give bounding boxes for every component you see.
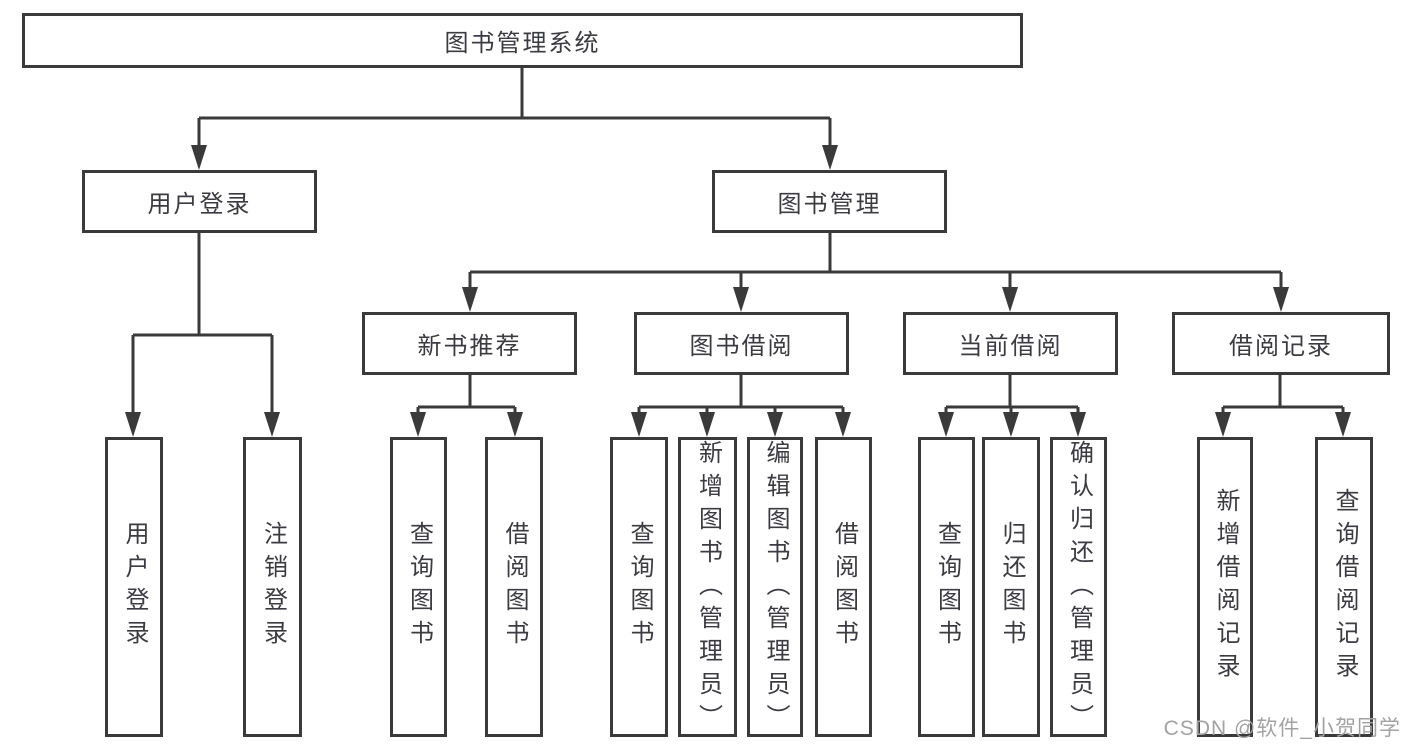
arrow-icon — [835, 412, 851, 437]
node-user-login: 用户登录 — [82, 170, 317, 233]
arrowheads — [125, 145, 1351, 437]
arrow-icon — [125, 412, 141, 437]
leaf-query-books-current: 查询图书 — [918, 437, 975, 737]
node-book-management-label: 图书管理 — [777, 191, 882, 218]
node-new-book-recommendation: 新书推荐 — [362, 312, 577, 375]
leaf-edit-books-admin-label: 编辑图书（管理员） — [762, 440, 789, 737]
node-root-label: 图书管理系统 — [444, 30, 601, 57]
leaf-query-books-borrowing: 查询图书 — [610, 437, 668, 737]
leaf-user-login-label: 用户登录 — [121, 521, 148, 653]
node-book-borrowing: 图书借阅 — [634, 312, 849, 375]
leaf-query-books-recommend-label: 查询图书 — [405, 521, 433, 653]
leaf-borrow-books-recommend: 借阅图书 — [485, 437, 543, 737]
arrow-icon — [938, 412, 954, 437]
leaf-add-books-admin: 新增图书（管理员） — [678, 437, 737, 737]
leaf-user-login: 用户登录 — [105, 437, 163, 737]
leaf-logout-label: 注销登录 — [259, 521, 287, 653]
arrow-icon — [1003, 412, 1019, 437]
connector-root — [197, 67, 832, 160]
arrow-icon — [264, 412, 280, 437]
leaf-edit-books-admin: 编辑图书（管理员） — [747, 437, 803, 737]
leaf-add-borrow-record-label: 新增借阅记录 — [1212, 488, 1239, 686]
arrow-icon — [822, 145, 838, 170]
leaf-add-borrow-record: 新增借阅记录 — [1197, 437, 1253, 737]
arrow-icon — [507, 412, 523, 437]
connector-new-book-recommendation — [416, 375, 517, 428]
node-borrowing-records-label: 借阅记录 — [1229, 333, 1333, 360]
arrow-icon — [631, 412, 647, 437]
arrow-icon — [699, 412, 715, 437]
node-root-library-system: 图书管理系统 — [22, 13, 1023, 68]
leaf-query-books-borrowing-label: 查询图书 — [626, 521, 653, 653]
arrow-icon — [1070, 412, 1086, 437]
node-current-borrowing: 当前借阅 — [903, 312, 1118, 375]
leaf-borrow-books: 借阅图书 — [815, 437, 872, 737]
arrow-icon — [191, 145, 207, 170]
leaf-return-books: 归还图书 — [982, 437, 1040, 737]
connector-borrowing-records — [1221, 375, 1345, 428]
arrow-icon — [733, 287, 749, 312]
node-borrowing-records: 借阅记录 — [1172, 312, 1390, 375]
leaf-confirm-return-admin: 确认归还（管理员） — [1050, 437, 1107, 737]
leaf-query-books-recommend: 查询图书 — [390, 437, 447, 737]
leaf-confirm-return-admin-label: 确认归还（管理员） — [1065, 440, 1093, 737]
connector-user-login — [131, 233, 274, 427]
node-book-management: 图书管理 — [712, 170, 947, 233]
arrow-icon — [767, 412, 783, 437]
leaf-logout: 注销登录 — [243, 437, 302, 737]
node-new-book-recommendation-label: 新书推荐 — [417, 333, 522, 360]
arrow-icon — [1002, 287, 1018, 312]
leaf-borrow-books-recommend-label: 借阅图书 — [501, 521, 528, 653]
arrow-icon — [1273, 287, 1289, 312]
leaf-query-books-current-label: 查询图书 — [933, 521, 961, 653]
node-user-login-label: 用户登录 — [147, 191, 252, 218]
leaf-return-books-label: 归还图书 — [998, 521, 1025, 653]
leaf-query-borrow-record: 查询借阅记录 — [1315, 437, 1373, 737]
csdn-watermark: CSDN @软件_小贺同学 — [1163, 717, 1401, 740]
arrow-icon — [462, 287, 478, 312]
leaf-add-books-admin-label: 新增图书（管理员） — [694, 440, 722, 737]
leaf-borrow-books-label: 借阅图书 — [830, 521, 858, 653]
arrow-icon — [410, 412, 426, 437]
connector-book-management — [468, 233, 1283, 302]
node-current-borrowing-label: 当前借阅 — [958, 333, 1063, 360]
arrow-icon — [1335, 412, 1351, 437]
node-book-borrowing-label: 图书借阅 — [689, 333, 794, 360]
connector-book-borrowing — [637, 375, 845, 428]
arrow-icon — [1215, 412, 1231, 437]
leaf-query-borrow-record-label: 查询借阅记录 — [1331, 488, 1358, 686]
